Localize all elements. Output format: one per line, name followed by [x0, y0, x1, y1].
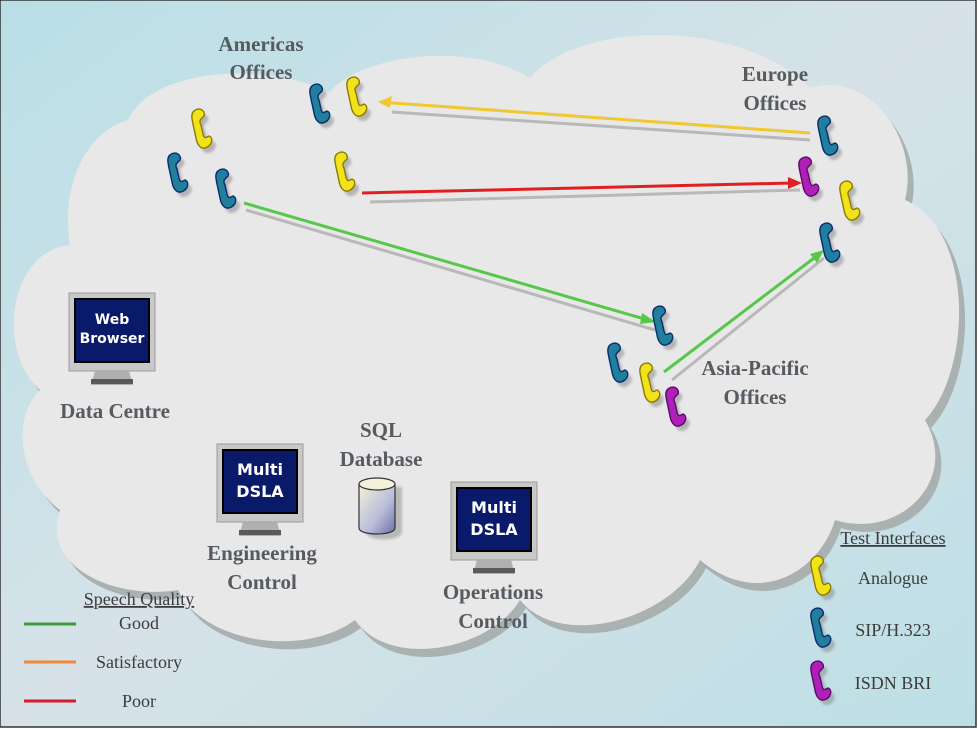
arrowhead [640, 313, 656, 324]
call-shadow [245, 208, 656, 332]
test-interfaces-legend: Test Interfaces Analogue SIP/H.323 ISDN … [840, 528, 945, 693]
screen-line2: DSLA [236, 482, 284, 501]
operations-label-line1: Operations [443, 580, 543, 604]
americas-label-line2: Offices [230, 60, 293, 84]
engineering-label-line2: Control [227, 570, 297, 594]
legend-label-poor: Poor [122, 691, 156, 711]
legend-label-isdn: ISDN BRI [855, 673, 932, 693]
monitor-screen [74, 298, 150, 363]
legend-label-analogue: Analogue [858, 568, 928, 588]
arrowhead [788, 177, 802, 189]
engineering-label-line1: Engineering [207, 541, 317, 565]
call-line-americas-europe [361, 181, 793, 195]
call-shadow [369, 188, 801, 204]
call-shadow [671, 256, 825, 382]
speech-quality-title: Speech Quality [84, 589, 194, 609]
monitor-screen [456, 487, 532, 552]
monitor-screen [222, 449, 298, 514]
operations-label-line2: Control [458, 609, 528, 633]
legend-label-satisfactory: Satisfactory [96, 652, 182, 672]
data-centre-label: Data Centre [60, 399, 170, 423]
database-icon[interactable] [358, 477, 402, 540]
monitor-base [473, 568, 515, 573]
call-line-europe-americas [379, 100, 811, 135]
web-browser-monitor[interactable]: Web Browser [68, 292, 156, 385]
screen-line2: Browser [80, 331, 145, 347]
monitor-base [239, 530, 281, 535]
screen-line1: Multi [237, 460, 283, 479]
asia-label-line2: Offices [724, 385, 787, 409]
europe-label-line2: Offices [744, 91, 807, 115]
call-lines [243, 96, 825, 382]
asia-label-line1: Asia-Pacific [701, 356, 808, 380]
call-shadow [391, 110, 811, 142]
operations-monitor[interactable]: Multi DSLA [450, 481, 538, 574]
monitor-base [91, 379, 133, 384]
sql-label-line2: Database [340, 447, 423, 471]
screen-line1: Web [95, 312, 129, 328]
call-line-americas-asia [243, 201, 649, 322]
americas-label-line1: Americas [218, 32, 303, 56]
screen-line1: Multi [471, 498, 517, 517]
test-interfaces-title: Test Interfaces [840, 528, 945, 548]
engineering-monitor[interactable]: Multi DSLA [216, 443, 304, 536]
arrowhead [810, 250, 824, 263]
speech-quality-legend: Speech Quality Good Satisfactory Poor [24, 589, 194, 711]
arrowhead [378, 96, 392, 108]
call-line-asia-europe [663, 253, 819, 374]
screen-line2: DSLA [470, 520, 518, 539]
sql-label-line1: SQL [360, 418, 402, 442]
legend-label-good: Good [119, 613, 159, 633]
legend-label-sip: SIP/H.323 [855, 620, 931, 640]
europe-label-line1: Europe [742, 62, 808, 86]
